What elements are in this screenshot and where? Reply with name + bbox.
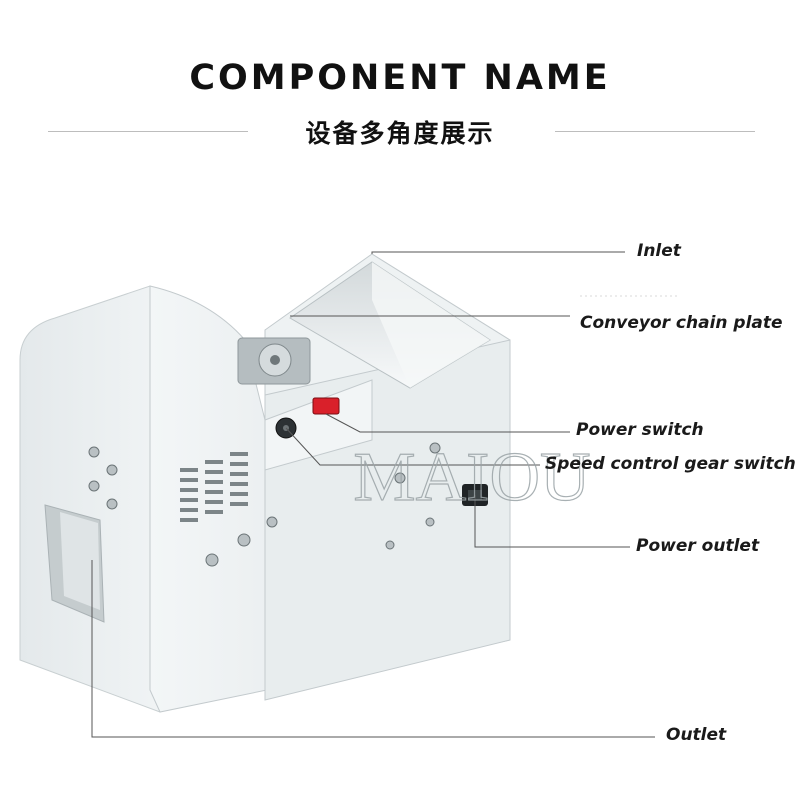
callout-power-outlet: Power outlet <box>636 536 760 556</box>
bolts <box>88 442 441 567</box>
leader-lines <box>91 251 655 738</box>
page-subtitle: 设备多角度展示 <box>305 119 495 148</box>
callout-power-switch: Power switch <box>576 420 704 440</box>
vent-grille <box>180 452 248 522</box>
watermark: MAIOU <box>353 439 590 516</box>
control-panel <box>264 379 373 471</box>
page-title: COMPONENT NAME <box>189 58 611 98</box>
callout-speed-control-gear-switch: Speed control gear switch <box>545 454 796 474</box>
callout-inlet: Inlet <box>637 241 681 261</box>
power-switch-graphic <box>312 397 340 415</box>
left-divider <box>48 131 248 132</box>
callout-outlet: Outlet <box>666 725 727 745</box>
callout-conveyor-chain-plate: Conveyor chain plate <box>580 313 783 333</box>
right-divider <box>555 131 755 132</box>
